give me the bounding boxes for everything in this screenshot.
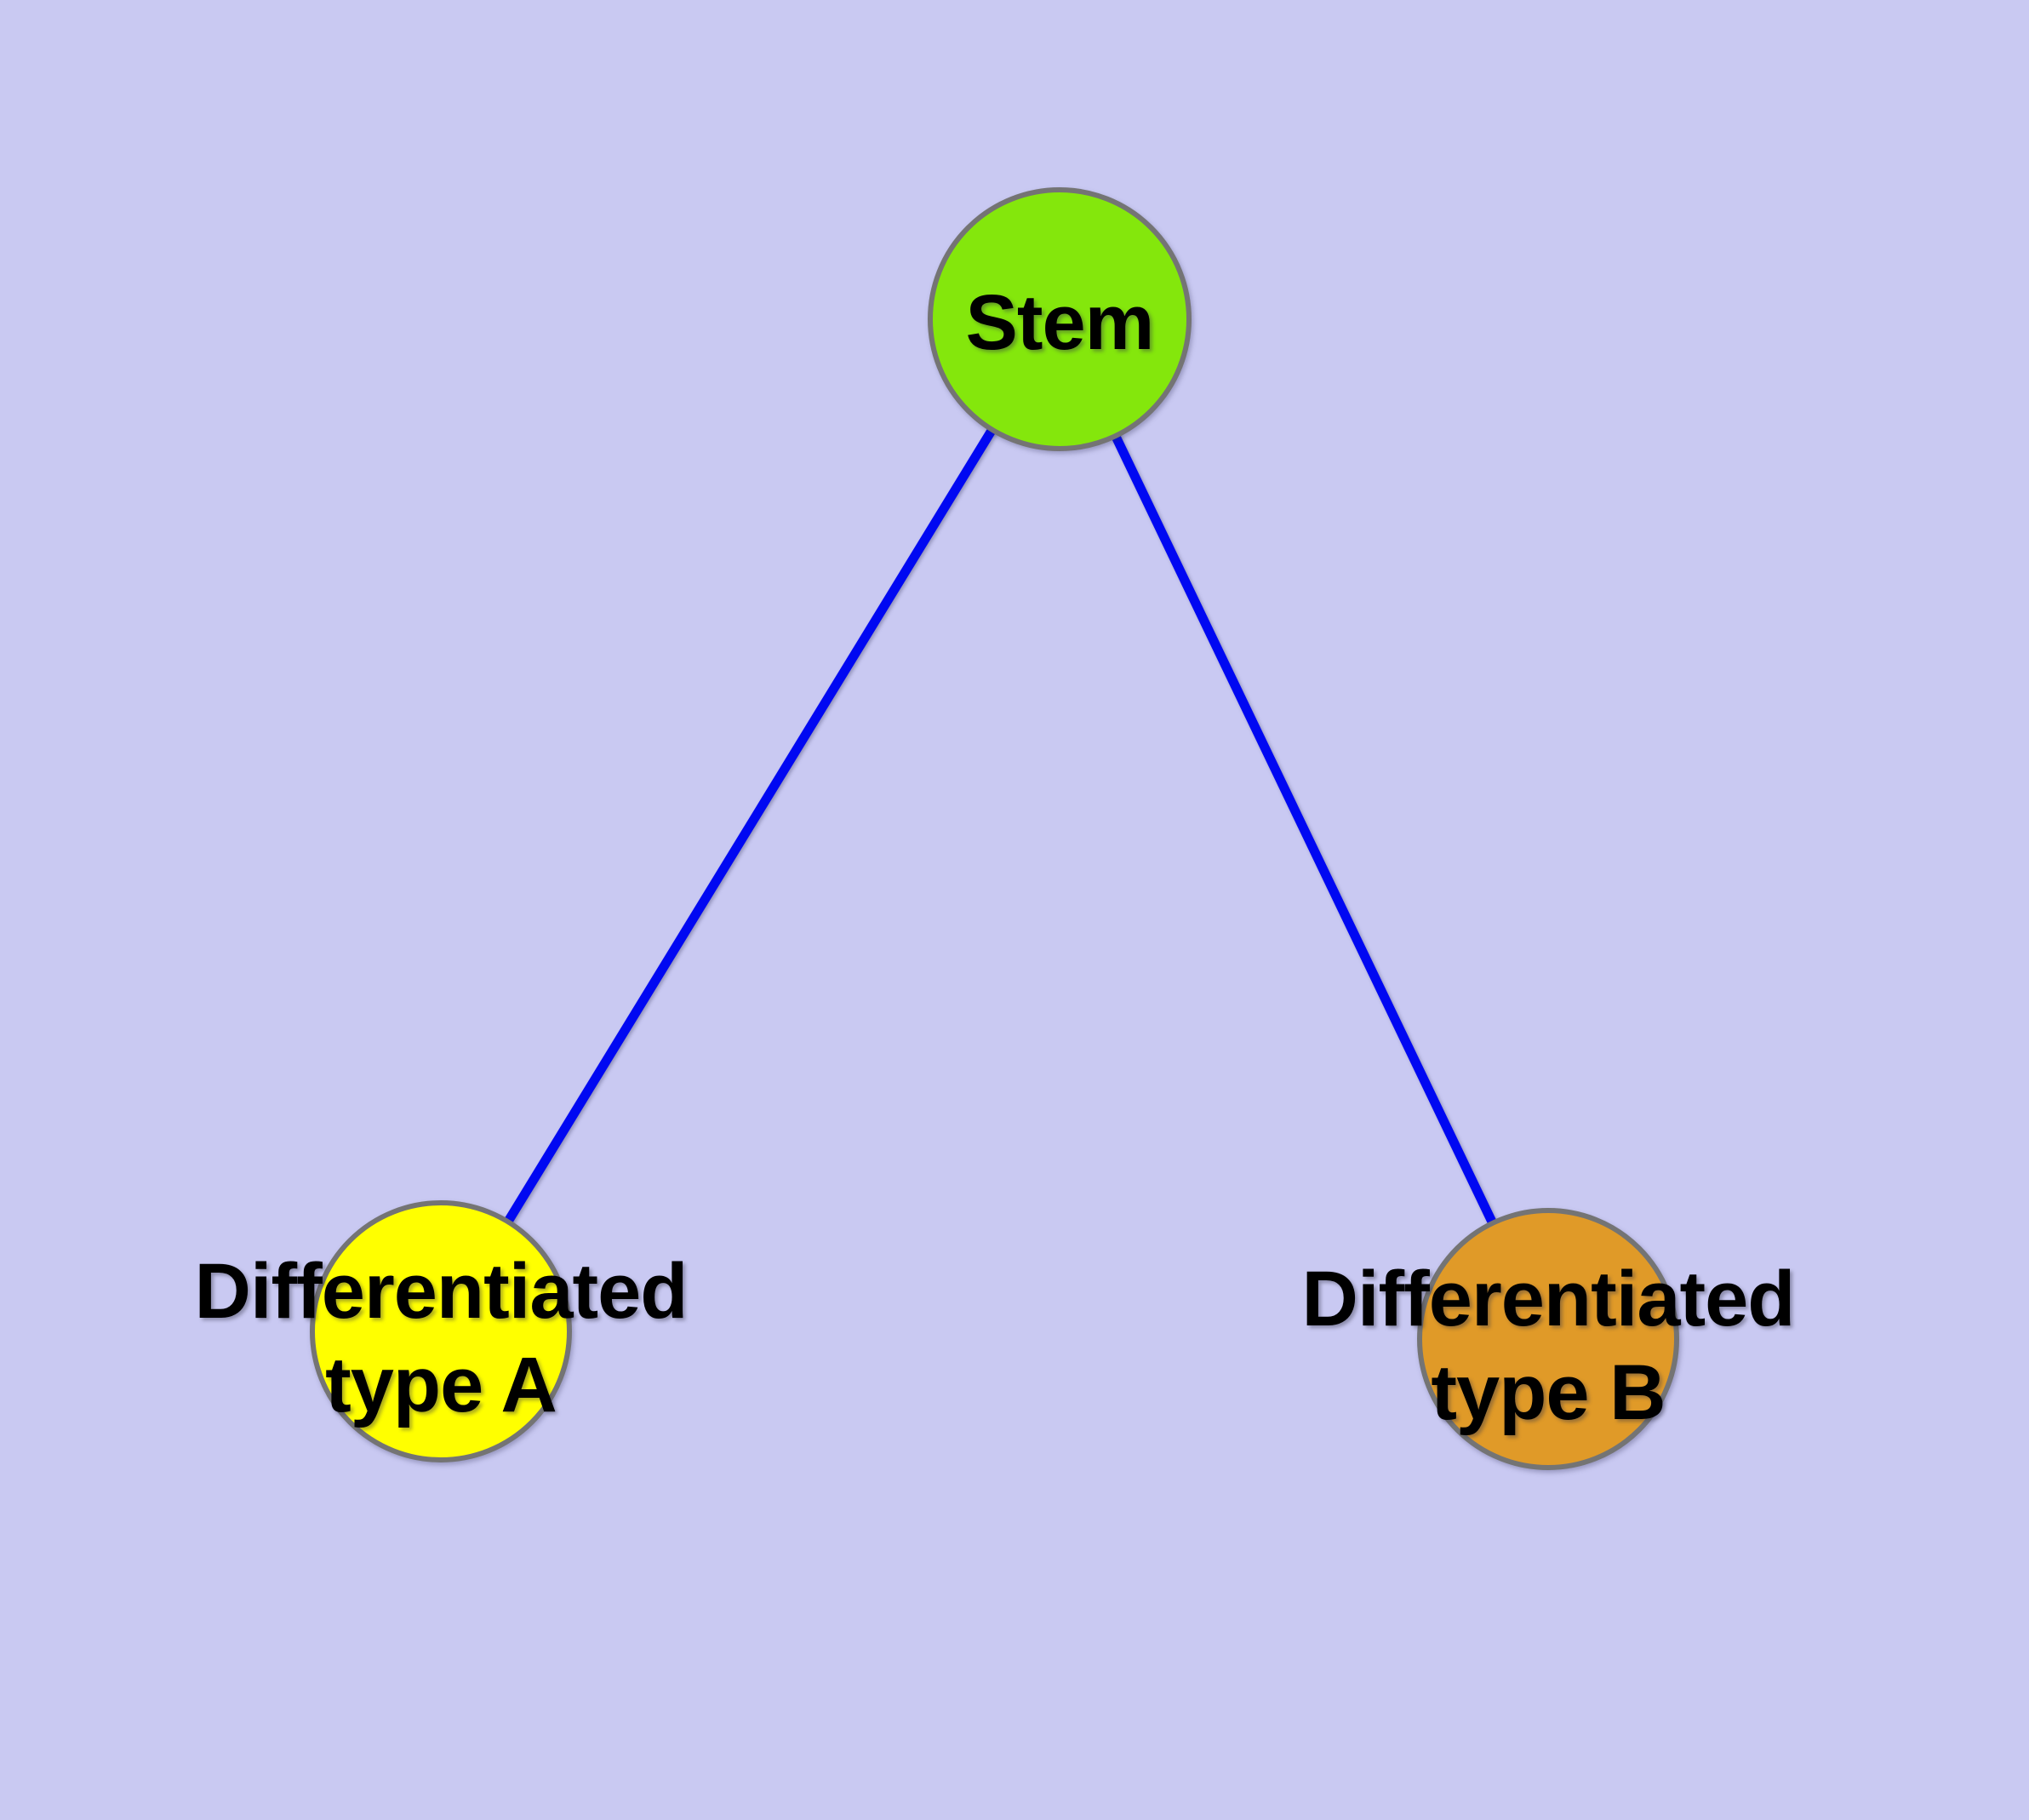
edge-stem-to-type-b bbox=[1055, 314, 1553, 1344]
node-type-b-circle[interactable] bbox=[1417, 1208, 1679, 1470]
node-type-a-circle[interactable] bbox=[310, 1200, 572, 1462]
edge-layer bbox=[436, 314, 1553, 1344]
node-type-a-label-line1: Differentiated bbox=[195, 1248, 688, 1335]
node-type-b-label-line2: type B bbox=[1431, 1349, 1665, 1436]
edge-stem-to-type-a bbox=[436, 314, 1065, 1336]
node-stem-circle[interactable] bbox=[928, 187, 1192, 451]
node-layer bbox=[310, 187, 1679, 1470]
label-layer: Stem Differentiated type A Differentiate… bbox=[195, 279, 1796, 1436]
node-type-b-label-line1: Differentiated bbox=[1302, 1256, 1795, 1342]
node-stem-label: Stem bbox=[966, 279, 1154, 366]
node-type-a-label-line2: type A bbox=[325, 1342, 557, 1428]
